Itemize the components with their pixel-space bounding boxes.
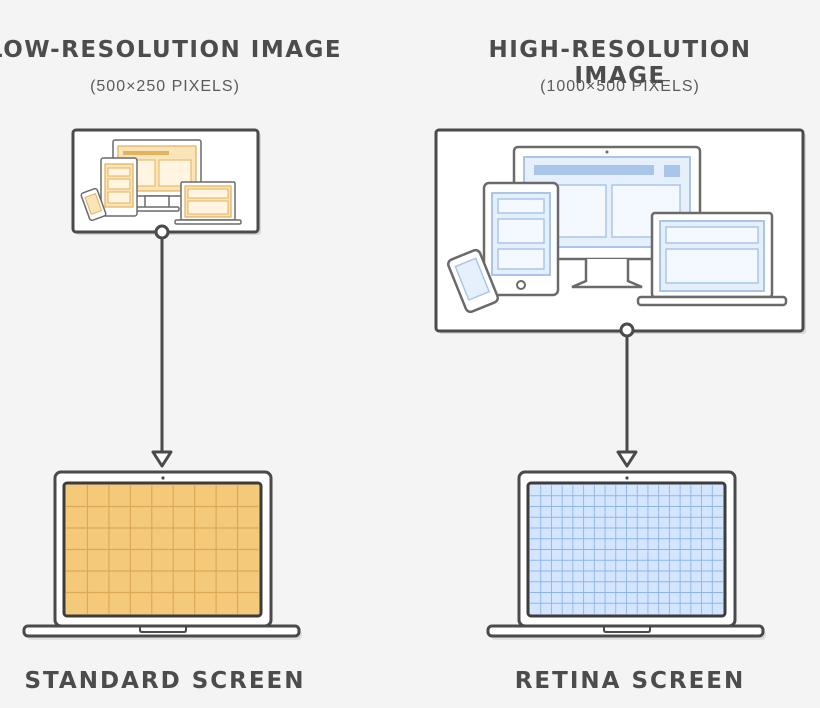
responsive-devices-icon — [447, 145, 788, 314]
laptop-icon — [22, 470, 302, 640]
standard-screen-caption: STANDARD SCREEN — [24, 668, 306, 694]
high-resolution-subtitle: (1000×500 PIXELS) — [540, 78, 700, 95]
retina-pixel-grid — [530, 485, 723, 614]
retina-screen-caption: RETINA SCREEN — [514, 668, 746, 694]
high-resolution-title: HIGH-RESOLUTION IMAGE — [488, 37, 752, 89]
low-resolution-subtitle: (500×250 PIXELS) — [90, 78, 240, 95]
standard-pixel-grid — [66, 485, 259, 614]
responsive-devices-icon — [80, 139, 242, 225]
laptop-icon — [486, 470, 766, 640]
arrow-connector-icon — [616, 322, 638, 468]
low-resolution-title: LOW-RESOLUTION IMAGE — [0, 37, 343, 63]
low-resolution-image-frame — [71, 128, 261, 235]
high-resolution-image-frame — [434, 128, 806, 334]
arrow-connector-icon — [151, 224, 173, 468]
